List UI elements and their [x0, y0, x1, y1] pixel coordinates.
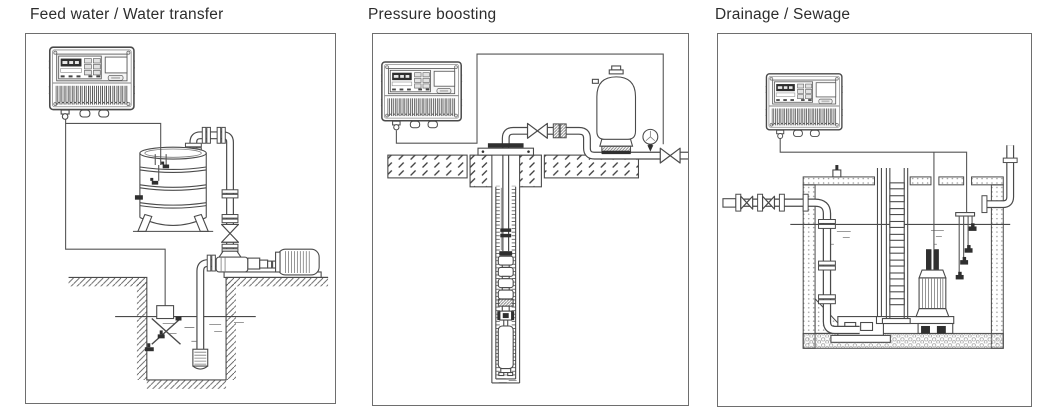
- motor-icon: [275, 248, 320, 276]
- panel-title-pressure-boosting: Pressure boosting: [368, 6, 497, 23]
- shutoff-valve-icon: [221, 223, 240, 243]
- inlet-pipe: [981, 145, 1018, 214]
- diagram-frame-pressure-boosting: [372, 33, 689, 406]
- diagram-frame-feed-water: [25, 33, 336, 404]
- wellhead-valve-icon: [526, 122, 548, 139]
- pressure-boosting-diagram: [380, 53, 688, 384]
- pit-rim: [802, 165, 1004, 186]
- pit-water-level: [115, 316, 256, 342]
- well-water: [496, 378, 517, 383]
- submersible-sewage-pump: [915, 249, 954, 334]
- float-switch: [144, 305, 182, 352]
- pump-mount-bar: [875, 316, 955, 325]
- wellhead-plate: [477, 147, 535, 156]
- pressure-gauge: [642, 128, 659, 152]
- controller-wires: [395, 53, 664, 145]
- pipe-union-icon: [552, 123, 567, 139]
- concrete-slab: [387, 154, 640, 188]
- access-ladder: [876, 167, 911, 325]
- submersible-multistage-pump: [496, 251, 517, 383]
- check-valve-icon: [740, 195, 754, 210]
- submersible-motor-icon: [497, 325, 514, 377]
- drainage-sewage-diagram: [722, 73, 1018, 349]
- controller-wires: [65, 119, 170, 306]
- pressure-tank: [591, 65, 637, 155]
- outlet-valve-icon: [659, 147, 681, 164]
- surface-pump: [215, 248, 329, 278]
- foot-valve-strainer: [192, 348, 209, 370]
- tank-feed-pipe: [184, 126, 240, 255]
- panel-title-drainage-sewage: Drainage / Sewage: [715, 6, 851, 23]
- panel-title-feed-water: Feed water / Water transfer: [30, 6, 224, 23]
- discharge-pipe: [722, 193, 860, 335]
- pump-controller: [765, 73, 843, 140]
- controller-wires: [779, 138, 968, 250]
- pump-controller: [380, 61, 463, 131]
- diagram-frame-drainage-sewage: [717, 33, 1032, 407]
- gate-valve-icon: [761, 195, 776, 210]
- tank-level-sensors: [150, 161, 170, 185]
- storage-tank: [132, 146, 214, 232]
- drop-pipe: [500, 147, 512, 252]
- suction-pipe: [192, 254, 217, 370]
- level-sensors: [955, 212, 977, 280]
- pump-controller: [48, 46, 135, 121]
- wellhead-and-delivery-pipe: [477, 122, 688, 164]
- feed-water-diagram: [48, 46, 329, 389]
